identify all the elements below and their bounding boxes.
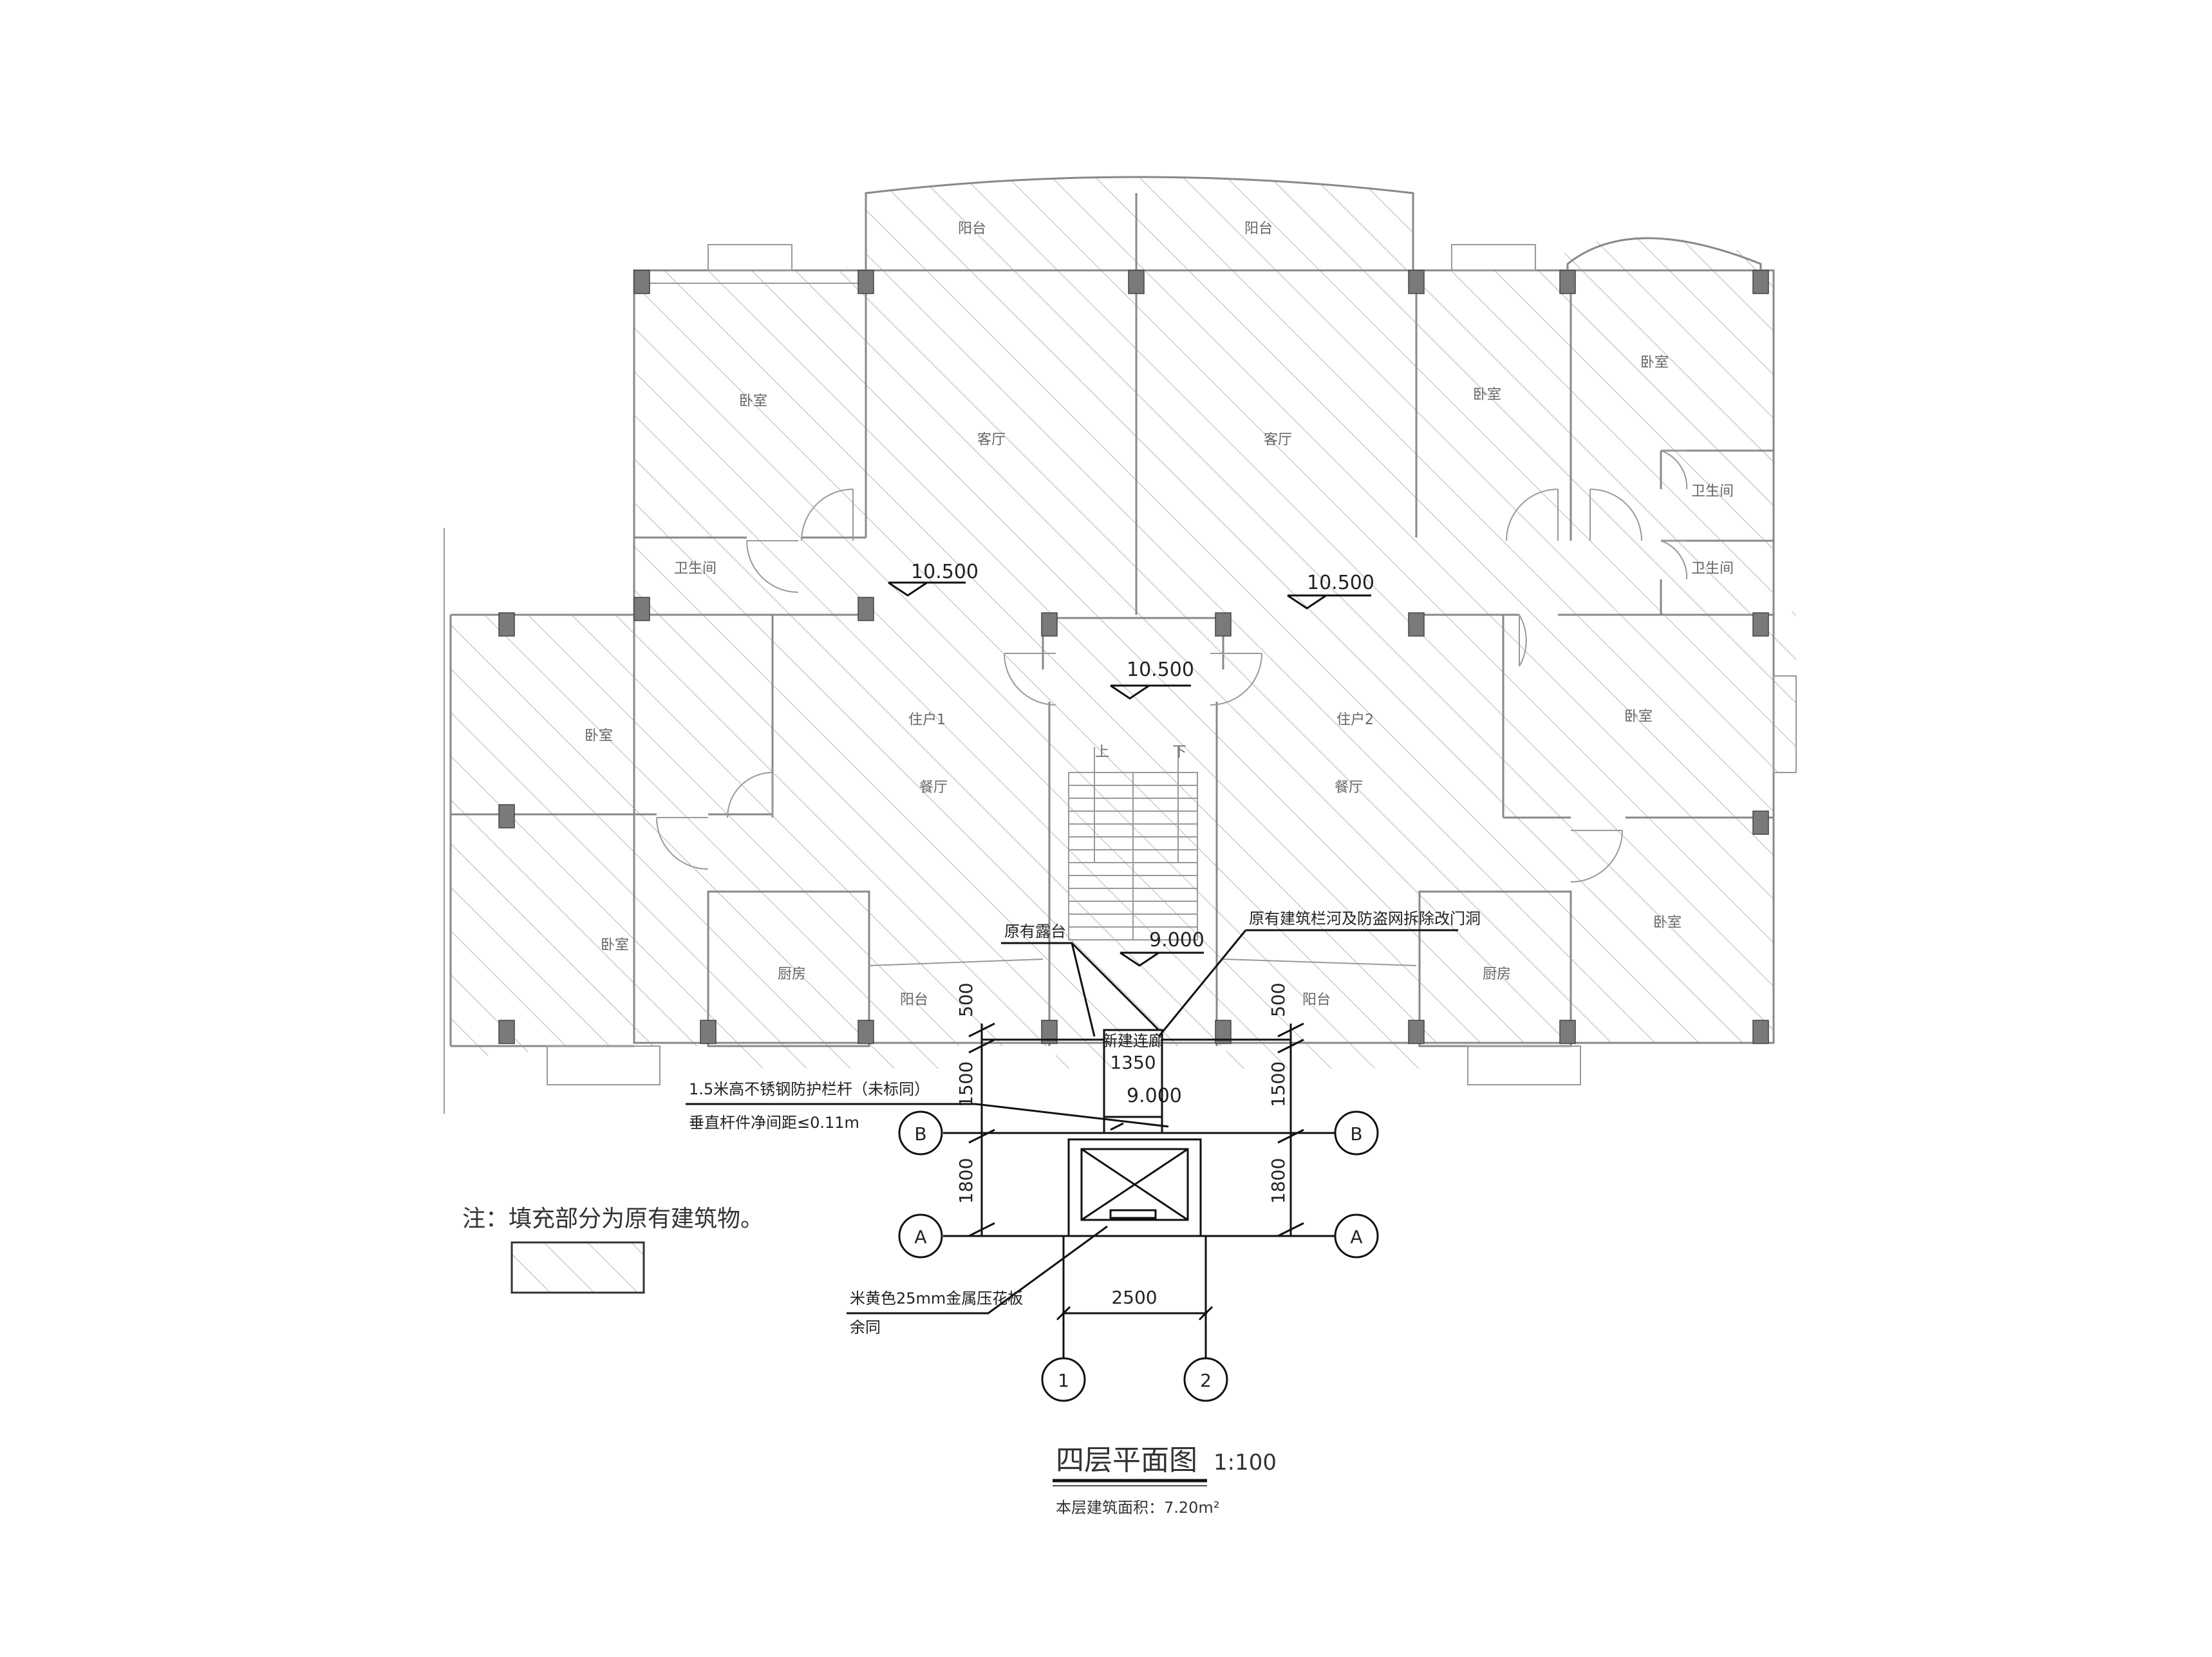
legend-note: 注：填充部分为原有建筑物。 (462, 1206, 764, 1232)
legend: 注：填充部分为原有建筑物。 (462, 1206, 764, 1294)
drawing-title: 四层平面图 1:100 本层建筑面积：7.20m² (1053, 1444, 1277, 1517)
dimension-label: 1500 (1268, 1062, 1289, 1107)
room-label-balcony: 阳台 (958, 221, 986, 237)
room-label-bedroom: 卧室 (1624, 709, 1653, 725)
dimension-label: 1350 (1110, 1052, 1156, 1073)
room-label-kitchen: 厨房 (778, 966, 806, 982)
axis-label: B (1350, 1123, 1362, 1145)
room-label-balcony: 阳台 (1302, 992, 1331, 1008)
railing-note-line2: 垂直杆件净间距≤0.11m (689, 1114, 859, 1132)
level-mark: 9.000 (1127, 1085, 1182, 1107)
stair-up-label: 上 (1095, 744, 1109, 760)
axis-bubble (898, 1213, 943, 1259)
existing-terrace-note: 原有露台 (1004, 922, 1066, 941)
dimension-label: 1800 (955, 1158, 977, 1204)
demolish-note: 原有建筑栏河及防盗网拆除改门洞 (1249, 910, 1481, 928)
panel-note-line2: 余同 (850, 1318, 881, 1336)
dimension-label: 1500 (955, 1062, 977, 1107)
room-label-unit: 住户2 (1336, 712, 1374, 728)
axis-bubble (1334, 1110, 1379, 1156)
axis-bubble (1183, 1357, 1228, 1402)
room-label-bedroom: 卧室 (739, 393, 767, 409)
axis-label: A (914, 1226, 926, 1248)
room-labels: 阳台 阳台 卧室 客厅 客厅 卧室 卧室 卫生间 卫生间 卫生间 卧室 住户1 … (585, 221, 1734, 1008)
room-label-dining-room: 餐厅 (1335, 780, 1363, 796)
level-mark: 10.500 (1307, 572, 1374, 594)
axis-label: A (1350, 1226, 1362, 1248)
axis-bubble (1041, 1357, 1086, 1402)
level-mark: 10.500 (1127, 659, 1194, 681)
axis-label: 1 (1058, 1370, 1069, 1391)
room-label-living-room: 客厅 (1264, 432, 1292, 448)
dimension-label: 1800 (1268, 1158, 1289, 1204)
doors (656, 450, 1688, 883)
axis-bubble (1334, 1213, 1379, 1259)
axis-label: B (914, 1123, 926, 1145)
level-mark: 9.000 (1149, 929, 1204, 951)
walls (444, 176, 1797, 1114)
stair-down-label: 下 (1172, 744, 1186, 760)
level-mark: 10.500 (911, 561, 979, 583)
axis-label: 2 (1200, 1370, 1212, 1391)
room-label-balcony: 阳台 (900, 992, 928, 1008)
room-label-unit: 住户1 (908, 712, 946, 728)
room-label-bathroom: 卫生间 (1691, 483, 1734, 500)
room-label-bedroom: 卧室 (1473, 387, 1501, 403)
room-label-living-room: 客厅 (977, 432, 1006, 448)
room-label-bathroom: 卫生间 (1691, 561, 1734, 577)
room-label-kitchen: 厨房 (1483, 966, 1511, 982)
room-label-dining-room: 餐厅 (919, 780, 948, 796)
room-label-balcony: 阳台 (1244, 221, 1273, 237)
railing-note-line1: 1.5米高不锈钢防护栏杆（未标同） (689, 1080, 930, 1098)
dimension-label: 2500 (1111, 1287, 1157, 1308)
legend-hatch-swatch (511, 1241, 645, 1294)
dimension-lines: 500 1500 1800 500 1500 1800 2500 (955, 983, 1304, 1345)
floor-area: 本层建筑面积：7.20m² (1056, 1499, 1219, 1517)
axis-bubble (898, 1110, 943, 1156)
room-label-bedroom: 卧室 (601, 937, 629, 953)
room-label-bedroom: 卧室 (585, 728, 613, 744)
page-title: 四层平面图 (1056, 1444, 1197, 1477)
level-marks: 10.500 10.500 10.500 9.000 9.000 (888, 561, 1374, 1107)
drawing-scale: 1:100 (1214, 1450, 1277, 1475)
columns (498, 270, 1769, 1044)
annotations: 原有露台 原有建筑栏河及防盗网拆除改门洞 1.5米高不锈钢防护栏杆（未标同） 垂… (686, 910, 1481, 1336)
room-label-bedroom: 卧室 (1640, 355, 1669, 371)
panel-note-line1: 米黄色25mm金属压花板 (850, 1289, 1023, 1307)
axis-markers: B B A A 1 2 (898, 1110, 1379, 1402)
existing-building (451, 177, 1796, 1069)
room-label-bathroom: 卫生间 (674, 561, 717, 577)
room-label-bedroom: 卧室 (1653, 915, 1682, 931)
dimension-label: 500 (955, 983, 977, 1017)
stairwell (1068, 747, 1198, 941)
dimension-label: 500 (1268, 983, 1289, 1017)
new-corridor-label: 新建连廊 (1102, 1032, 1164, 1050)
